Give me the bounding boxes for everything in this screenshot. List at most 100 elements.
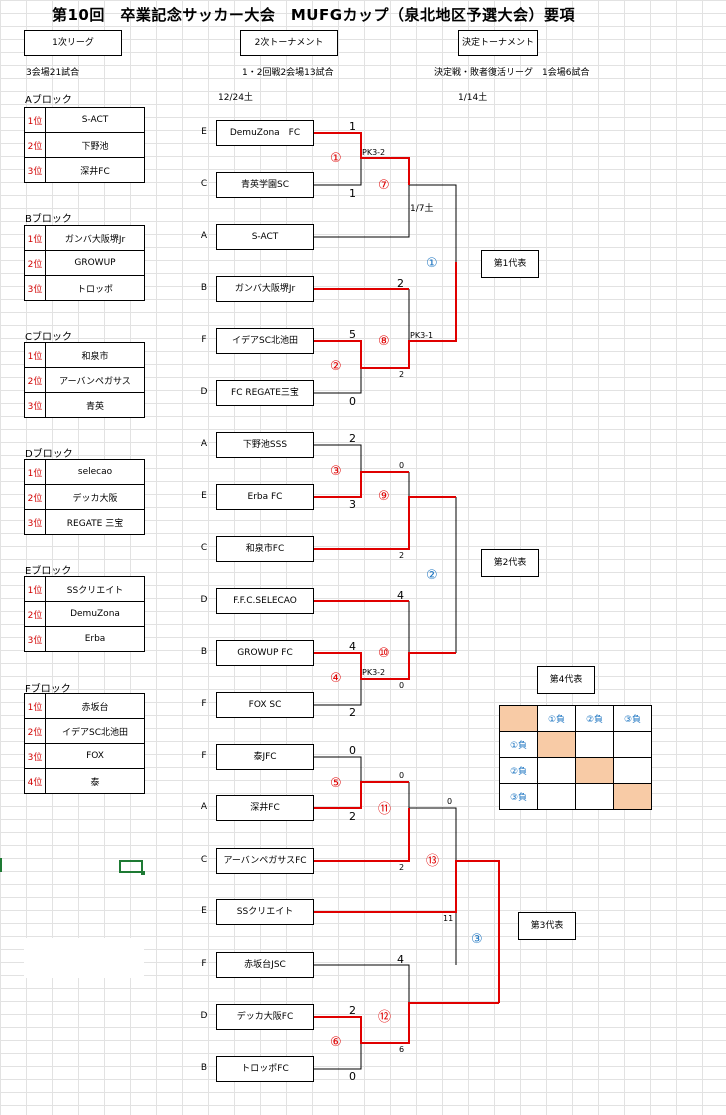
bracket-team: 泰JFC [216,744,314,770]
table-row: 2位イデアSC北池田 [24,718,145,744]
team-cell: デッカ大阪 [45,484,145,510]
team-cell: SSクリエイト [45,576,145,602]
block-label-e: Eブロック [25,566,72,577]
bracket-team: FC REGATE三宝 [216,380,314,406]
rep-box-4: 第4代表 [537,666,595,694]
table-row: ②負 [499,757,652,784]
match-number: ① [330,151,342,166]
final-number: ① [426,256,438,271]
team-cell: 深井FC [45,157,145,183]
pk-label: PK3-1 [410,331,434,340]
bracket-team: DemuZona FC [216,120,314,146]
table-row: 2位下野池 [24,132,145,158]
seed-label: F [201,959,207,969]
score: 11 [443,914,454,923]
losers-league-table: ①負 ②負 ③負 ①負 ②負 ③負 [499,705,652,810]
block-label-d: Dブロック [25,449,73,460]
seed-label: E [201,127,207,137]
league-cell [537,783,576,810]
fill-handle[interactable] [141,871,145,875]
bracket-team: GROWUP FC [216,640,314,666]
score: 2 [349,706,356,719]
match-number: ③ [330,464,342,479]
bracket-team: 和泉市FC [216,536,314,562]
bracket-team: 赤坂台JSC [216,952,314,978]
bracket-team: ガンバ大阪堺Jr [216,276,314,302]
score: 4 [397,953,404,966]
seed-label: B [200,647,208,657]
seed-label: D [200,595,208,605]
match-number: ⑪ [378,802,392,817]
stage2-note: 1・2回戦2会場13試合 [242,68,334,78]
league-row-header: ②負 [499,757,538,784]
match-number: ⑥ [330,1035,342,1050]
block-table-c: 1位和泉市 2位アーバンペガサス 3位青英 [24,342,145,418]
league-cell [575,757,614,784]
team-cell: 青英 [45,392,145,418]
league-cell [575,731,614,758]
score: 3 [349,498,356,511]
score: 2 [349,810,356,823]
score: 2 [349,1004,356,1017]
match-number: ⑤ [330,776,342,791]
league-cell [537,757,576,784]
rank-cell: 3位 [24,626,46,652]
seed-label: B [200,1063,208,1073]
seed-label: A [200,802,208,812]
stage3-note: 決定戦・敗者復活リーグ 1会場6試合 [434,68,590,78]
score: 2 [399,370,405,379]
table-row: ①負 ②負 ③負 [499,705,652,732]
score: 1 [349,187,356,200]
score: 2 [399,551,405,560]
team-cell: トロッポ [45,275,145,301]
table-row: 4位泰 [24,768,145,794]
selected-cell[interactable] [119,860,143,873]
match-number: ⑫ [378,1010,392,1025]
league-cell [613,783,652,810]
league-col-header: ③負 [613,705,652,732]
bracket-team: SSクリエイト [216,899,314,925]
date-round2: 1/7土 [410,204,434,214]
final-number: ③ [471,932,483,947]
team-cell: 和泉市 [45,342,145,368]
team-cell: selecao [45,459,145,485]
match-number: ⑦ [378,178,390,193]
bracket-team: FOX SC [216,692,314,718]
stage3-header: 決定トーナメント [458,30,538,56]
league-col-header: ②負 [575,705,614,732]
seed-label: F [201,699,207,709]
bracket-team: デッカ大阪FC [216,1004,314,1030]
match-number: ⑩ [378,646,390,661]
bracket-team: イデアSC北池田 [216,328,314,354]
score: 6 [399,1045,405,1054]
team-cell: 泰 [45,768,145,794]
score: 0 [349,744,356,757]
seed-label: A [200,439,208,449]
seed-label: E [201,491,207,501]
seed-label: F [201,335,207,345]
seed-label: C [200,543,208,553]
match-number: ② [330,359,342,374]
match-number: ⑧ [378,334,390,349]
score: 2 [397,277,404,290]
bracket-team: アーバンペガサスFC [216,848,314,874]
seed-label: B [200,283,208,293]
score: 1 [349,120,356,133]
score: 0 [399,461,405,470]
match-number: ④ [330,671,342,686]
score: 4 [349,640,356,653]
date-round1: 12/24土 [218,93,253,103]
row-marker [0,858,2,872]
league-cell [613,757,652,784]
seed-label: C [200,179,208,189]
